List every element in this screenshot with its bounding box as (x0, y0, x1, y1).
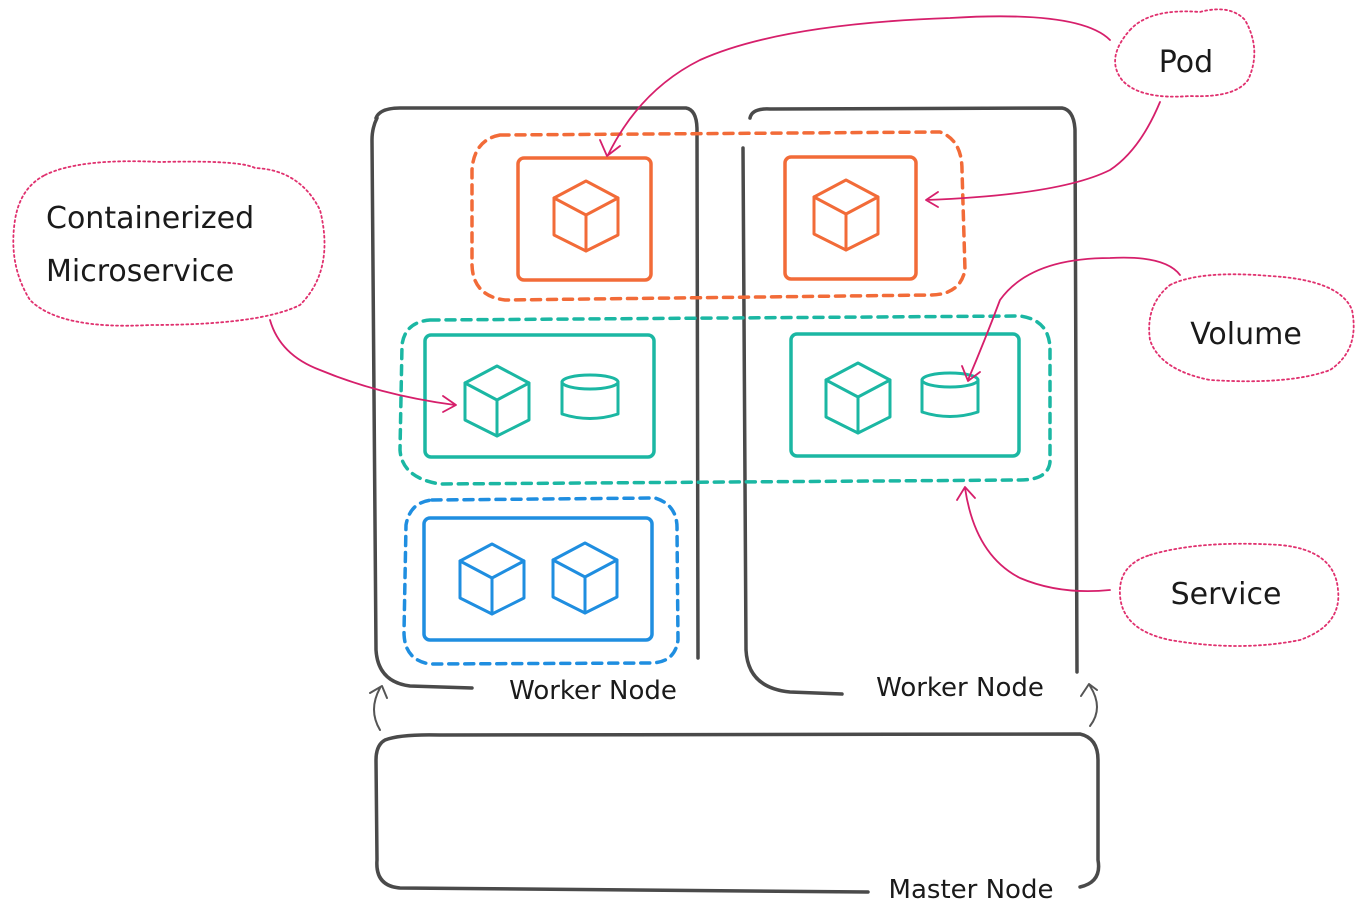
containerized-microservice-callout-bubble (12, 160, 326, 327)
service-label: Service (1171, 577, 1282, 612)
cylinder-icon (560, 373, 620, 420)
containerized-microservice-pointer-arrow (269, 319, 457, 413)
pod-callout-bubble (1114, 8, 1256, 98)
worker-node-right-label: Worker Node (876, 673, 1044, 703)
pod-container-box-left (516, 156, 653, 282)
blue-pod-dashed-boundary (402, 496, 680, 666)
master-to-left-worker-arrow (369, 685, 388, 731)
pod-dashed-boundary (470, 130, 967, 302)
volume-label: Volume (1190, 317, 1302, 352)
master-to-right-worker-arrow (1080, 683, 1098, 727)
blue-pod-box (422, 516, 654, 642)
containerized-microservice-label-line1: Containerized (46, 201, 254, 236)
master-node-frame (374, 732, 1101, 894)
worker-node-right-frame (741, 106, 1079, 696)
cube-icon (824, 361, 892, 435)
pod-label: Pod (1159, 45, 1213, 80)
master-node-label: Master Node (889, 875, 1054, 905)
volume-pointer-arrow (961, 256, 1181, 382)
cube-icon (551, 541, 619, 615)
pod-pointer-arrow-right (925, 101, 1161, 208)
worker-node-left-frame (370, 106, 700, 690)
pod-container-box-right (783, 155, 918, 281)
service-dashed-boundary (398, 314, 1052, 486)
pod-pointer-arrow-left (599, 15, 1111, 157)
worker-node-left-label: Worker Node (509, 676, 677, 706)
cube-icon (463, 364, 531, 438)
volume-callout-bubble (1148, 273, 1355, 383)
service-pod-box-right (789, 332, 1021, 458)
containerized-microservice-label-line2: Microservice (46, 254, 234, 289)
service-callout-bubble (1119, 542, 1340, 647)
cube-icon (552, 179, 620, 253)
service-pointer-arrow (956, 486, 1111, 593)
cube-icon (812, 178, 880, 252)
service-pod-box-left (423, 333, 656, 459)
cube-icon (458, 542, 526, 616)
